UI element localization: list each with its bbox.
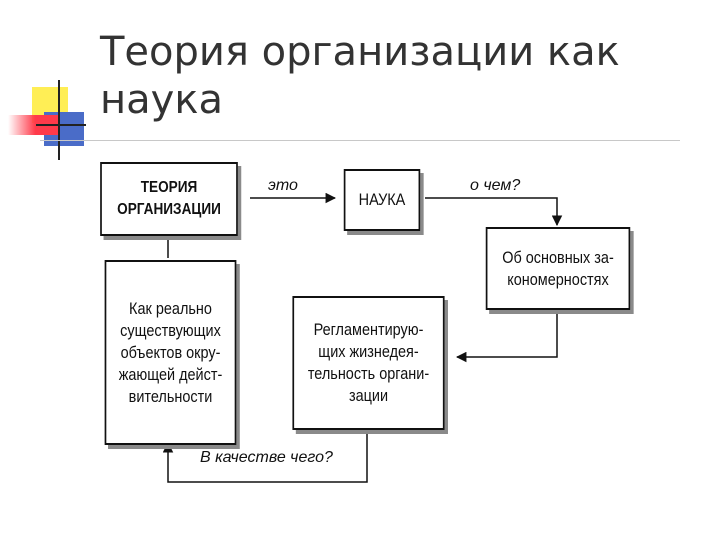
decor-red-bar (8, 115, 58, 135)
decor-horizontal-line (36, 124, 86, 126)
arrow-science-to-laws (425, 197, 563, 227)
arrow-laws-to-regulating (455, 308, 558, 363)
label-this: это (268, 177, 298, 194)
arrow-regulating-to-reality (162, 428, 368, 483)
box-real-objects: Как реально существующих объектов окру- … (104, 260, 237, 445)
label-as-what: В качестве чего? (200, 449, 333, 466)
label-about-what: о чем? (470, 177, 521, 194)
box-basic-laws: Об основных за- кономерностях (485, 227, 631, 310)
box-theory-of-organization: ТЕОРИЯ ОРГАНИЗАЦИИ (100, 162, 238, 236)
decor-vertical-line (58, 80, 60, 160)
slide-title-line-2: наука (100, 77, 224, 123)
slide-title: Теория организации как наука (100, 28, 700, 124)
title-divider (40, 140, 680, 141)
slide-title-line-1: Теория организации как (100, 29, 620, 75)
box-science: НАУКА (343, 169, 421, 231)
box-regulating-life: Регламентирую- щих жизнедея- тельность о… (292, 296, 445, 430)
